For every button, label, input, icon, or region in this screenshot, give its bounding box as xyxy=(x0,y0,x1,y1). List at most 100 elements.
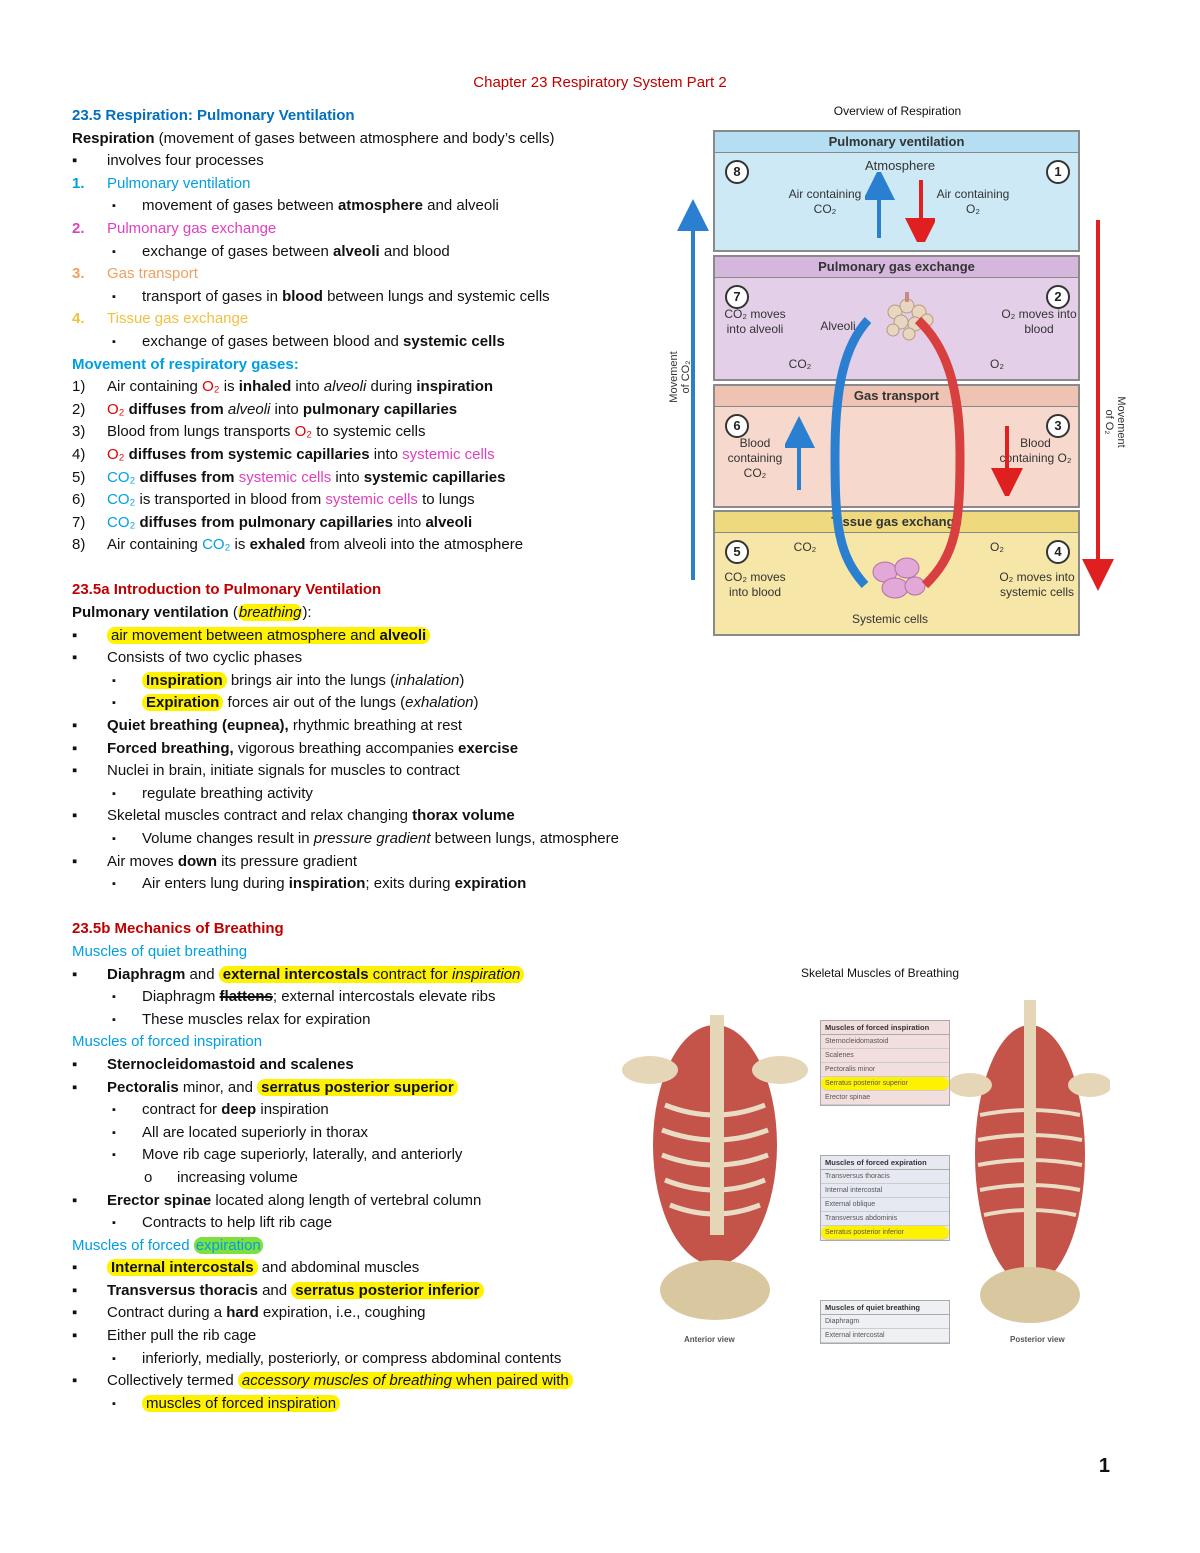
anterior-view-label: Anterior view xyxy=(684,1335,735,1344)
panel-item: Internal intercostal xyxy=(821,1184,949,1198)
step-3-badge: 3 xyxy=(1046,414,1070,438)
o2-label: O₂ xyxy=(990,357,1004,371)
respiration-diagram: Movement of CO₂ Movement of O₂ Pulmonary… xyxy=(660,125,1140,640)
co2-label: CO₂ xyxy=(788,357,812,371)
atmosphere-label: Atmosphere xyxy=(864,158,936,173)
pulmonary-ventilation-box: Pulmonary ventilation Atmosphere 8 1 Air… xyxy=(713,130,1080,252)
o2-label: O₂ xyxy=(990,540,1004,554)
panel-item: Pectoralis minor xyxy=(821,1063,949,1077)
step-1-badge: 1 xyxy=(1046,160,1070,184)
panel-item: Diaphragm xyxy=(821,1315,949,1329)
list-item: ▪Contract during a hard expiration, i.e.… xyxy=(72,1304,426,1322)
list-item: 8)Air containing CO₂ is exhaled from alv… xyxy=(72,536,524,554)
list-item: ▪Move rib cage superiorly, laterally, an… xyxy=(112,1146,463,1164)
muscles-figure: Anterior view Posterior view Muscles of … xyxy=(620,995,1110,1355)
list-item: 5)CO₂ diffuses from systemic cells into … xyxy=(72,468,506,486)
movement-co2-label: Movement of CO₂ xyxy=(668,351,692,403)
tissue-gas-exchange-box: Tissue gas exchange 5 4 CO₂ O₂ CO₂ moves… xyxy=(713,510,1080,636)
list-item: 4.Tissue gas exchange xyxy=(72,310,249,328)
panel-title: Muscles of quiet breathing xyxy=(821,1301,949,1315)
list-item: ▪Volume changes result in pressure gradi… xyxy=(112,830,619,847)
list-item: ▪exchange of gases between blood and sys… xyxy=(112,332,505,350)
alveoli-cluster xyxy=(886,292,934,341)
list-item: 7)CO₂ diffuses from pulmonary capillarie… xyxy=(72,513,473,531)
o2-moves-cells-label: O₂ moves into systemic cells xyxy=(999,570,1075,599)
alveoli-label: Alveoli xyxy=(820,319,856,333)
box-title: Pulmonary gas exchange xyxy=(715,257,1078,278)
pulmonary-gas-exchange-box: Pulmonary gas exchange 7 2 CO₂ moves int… xyxy=(713,255,1080,381)
box-title: Gas transport xyxy=(715,386,1078,407)
gas-transport-box: Gas transport 6 3 Blood containing CO₂ B… xyxy=(713,384,1080,508)
anterior-torso-illustration xyxy=(622,1015,808,1320)
panel-item: Transversus thoracis xyxy=(821,1170,949,1184)
list-item: 1)Air containing O₂ is inhaled into alve… xyxy=(72,378,494,396)
vent-arrows xyxy=(865,172,935,242)
list-item: ▪Nuclei in brain, initiate signals for m… xyxy=(72,762,460,780)
side-arrows xyxy=(677,199,1114,591)
list-item: ▪muscles of forced inspiration xyxy=(72,1393,692,1416)
list-item: ▪movement of gases between atmosphere an… xyxy=(112,197,499,215)
step-7-badge: 7 xyxy=(725,285,749,309)
list-item: ▪Collectively termed accessory muscles o… xyxy=(72,1370,692,1393)
list-item: 2.Pulmonary gas exchange xyxy=(72,219,277,237)
step-2-badge: 2 xyxy=(1046,285,1070,309)
list-item: ▪Diaphragm and external intercostals con… xyxy=(72,964,692,987)
list-item: ▪transport of gases in blood between lun… xyxy=(112,287,550,305)
step-5-badge: 5 xyxy=(725,540,749,564)
blood-co2-label: Blood containing CO₂ xyxy=(727,436,783,480)
transport-arrows xyxy=(785,416,1023,496)
list-item: ▪Transversus thoracis and serratus poste… xyxy=(72,1280,692,1303)
systemic-cells-cluster xyxy=(872,557,926,599)
panel-item: Sternocleidomastoid xyxy=(821,1035,949,1049)
list-item: 1.Pulmonary ventilation xyxy=(72,174,251,192)
list-item: ▪Either pull the rib cage xyxy=(72,1327,257,1345)
step-8-badge: 8 xyxy=(725,160,749,184)
section-title: 23.5a Introduction to Pulmonary Ventilat… xyxy=(72,581,382,599)
panel-item: Serratus posterior inferior xyxy=(821,1226,949,1240)
box-title: Pulmonary ventilation xyxy=(715,132,1078,153)
list-item: ▪Consists of two cyclic phases xyxy=(72,649,303,667)
list-item: 4)O₂ diffuses from systemic capillaries … xyxy=(72,445,495,463)
list-item: ▪Air enters lung during inspiration; exi… xyxy=(112,875,527,893)
list-item: ▪Skeletal muscles contract and relax cha… xyxy=(72,807,515,825)
list-item: ▪Inspiration brings air into the lungs (… xyxy=(112,671,465,689)
systemic-cells-label: Systemic cells xyxy=(851,612,928,626)
list-item: 3)Blood from lungs transports O₂ to syst… xyxy=(72,423,426,441)
list-item: ▪All are located superiorly in thorax xyxy=(112,1123,368,1141)
co2-moves-alveoli-label: CO₂ moves into alveoli xyxy=(724,307,786,336)
list-item: ▪Contracts to help lift rib cage xyxy=(112,1214,333,1232)
list-item: 6)CO₂ is transported in blood from syste… xyxy=(72,491,475,509)
list-item: 2)O₂ diffuses from alveoli into pulmonar… xyxy=(72,400,458,418)
o2-moves-blood-label: O₂ moves into blood xyxy=(1001,307,1077,336)
page-header: Chapter 23 Respiratory System Part 2 xyxy=(473,74,727,91)
panel-title: Muscles of forced expiration xyxy=(821,1156,949,1170)
section-title: 23.5 Respiration: Pulmonary Ventilation xyxy=(72,107,355,124)
list-item: ▪Internal intercostals and abdominal mus… xyxy=(72,1259,420,1277)
figure-caption: Skeletal Muscles of Breathing xyxy=(800,966,960,980)
list-item: ▪involves four processes xyxy=(72,152,264,170)
air-co2-label: Air containing CO₂ xyxy=(788,187,862,216)
list-item: ▪Quiet breathing (eupnea), rhythmic brea… xyxy=(72,717,463,735)
list-item: 3.Gas transport xyxy=(72,265,198,283)
definition: Respiration (movement of gases between a… xyxy=(72,129,555,147)
panel-item: Erector spinae xyxy=(821,1091,949,1105)
box-title: Tissue gas exchange xyxy=(715,512,1078,533)
definition: Pulmonary ventilation (breathing): xyxy=(72,604,312,622)
section-title: 23.5b Mechanics of Breathing xyxy=(72,920,284,938)
list-item: ▪Pectoralis minor, and serratus posterio… xyxy=(72,1077,692,1100)
posterior-view-label: Posterior view xyxy=(1010,1335,1065,1344)
list-item: ▪Forced breathing, vigorous breathing ac… xyxy=(72,739,519,757)
figure-caption: Overview of Respiration xyxy=(833,104,962,118)
list-item: ▪Expiration forces air out of the lungs … xyxy=(112,694,479,712)
forced-expiration-panel: Muscles of forced expiration Transversus… xyxy=(820,1155,950,1241)
panel-item: External intercostal xyxy=(821,1329,949,1343)
list-item: ▪contract for deep inspiration xyxy=(112,1101,329,1119)
step-6-badge: 6 xyxy=(725,414,749,438)
panel-item: Scalenes xyxy=(821,1049,949,1063)
list-item: ▪Erector spinae located along length of … xyxy=(72,1191,482,1209)
subsection-title: Movement of respiratory gases: xyxy=(72,355,299,373)
step-4-badge: 4 xyxy=(1046,540,1070,564)
air-o2-label: Air containing O₂ xyxy=(936,187,1010,216)
subsection-title: Muscles of forced inspiration xyxy=(72,1033,263,1051)
